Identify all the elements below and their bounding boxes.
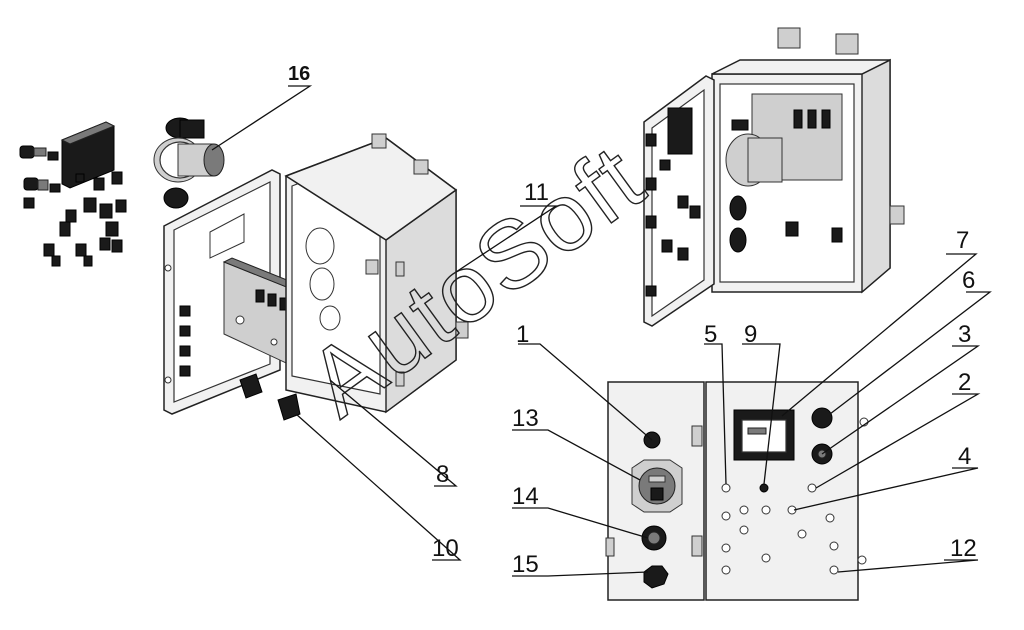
loose-components (19, 121, 127, 267)
callout-1: 1 (516, 321, 529, 348)
callout-13: 13 (512, 405, 539, 432)
callout-14: 14 (512, 483, 539, 510)
callout-16: 16 (288, 63, 310, 85)
connector-16 (153, 117, 225, 209)
callout-8: 8 (436, 461, 449, 488)
enclosure-front-view (605, 381, 869, 601)
callout-2: 2 (958, 369, 971, 396)
callout-4: 4 (958, 443, 971, 470)
callout-3: 3 (958, 321, 971, 348)
callout-labels: 16 11 7 6 5 9 3 2 1 13 4 8 14 10 12 15 (288, 63, 977, 578)
enclosure-exploded (163, 133, 469, 421)
callout-10: 10 (432, 535, 459, 562)
leader-lines (211, 85, 992, 577)
callout-7: 7 (956, 227, 969, 254)
callout-12: 12 (950, 535, 977, 562)
enclosure-assembled (643, 27, 905, 327)
callout-11: 11 (524, 179, 549, 206)
callout-5: 5 (704, 321, 717, 348)
callout-15: 15 (512, 551, 539, 578)
callout-9: 9 (744, 321, 757, 348)
callout-6: 6 (962, 267, 975, 294)
